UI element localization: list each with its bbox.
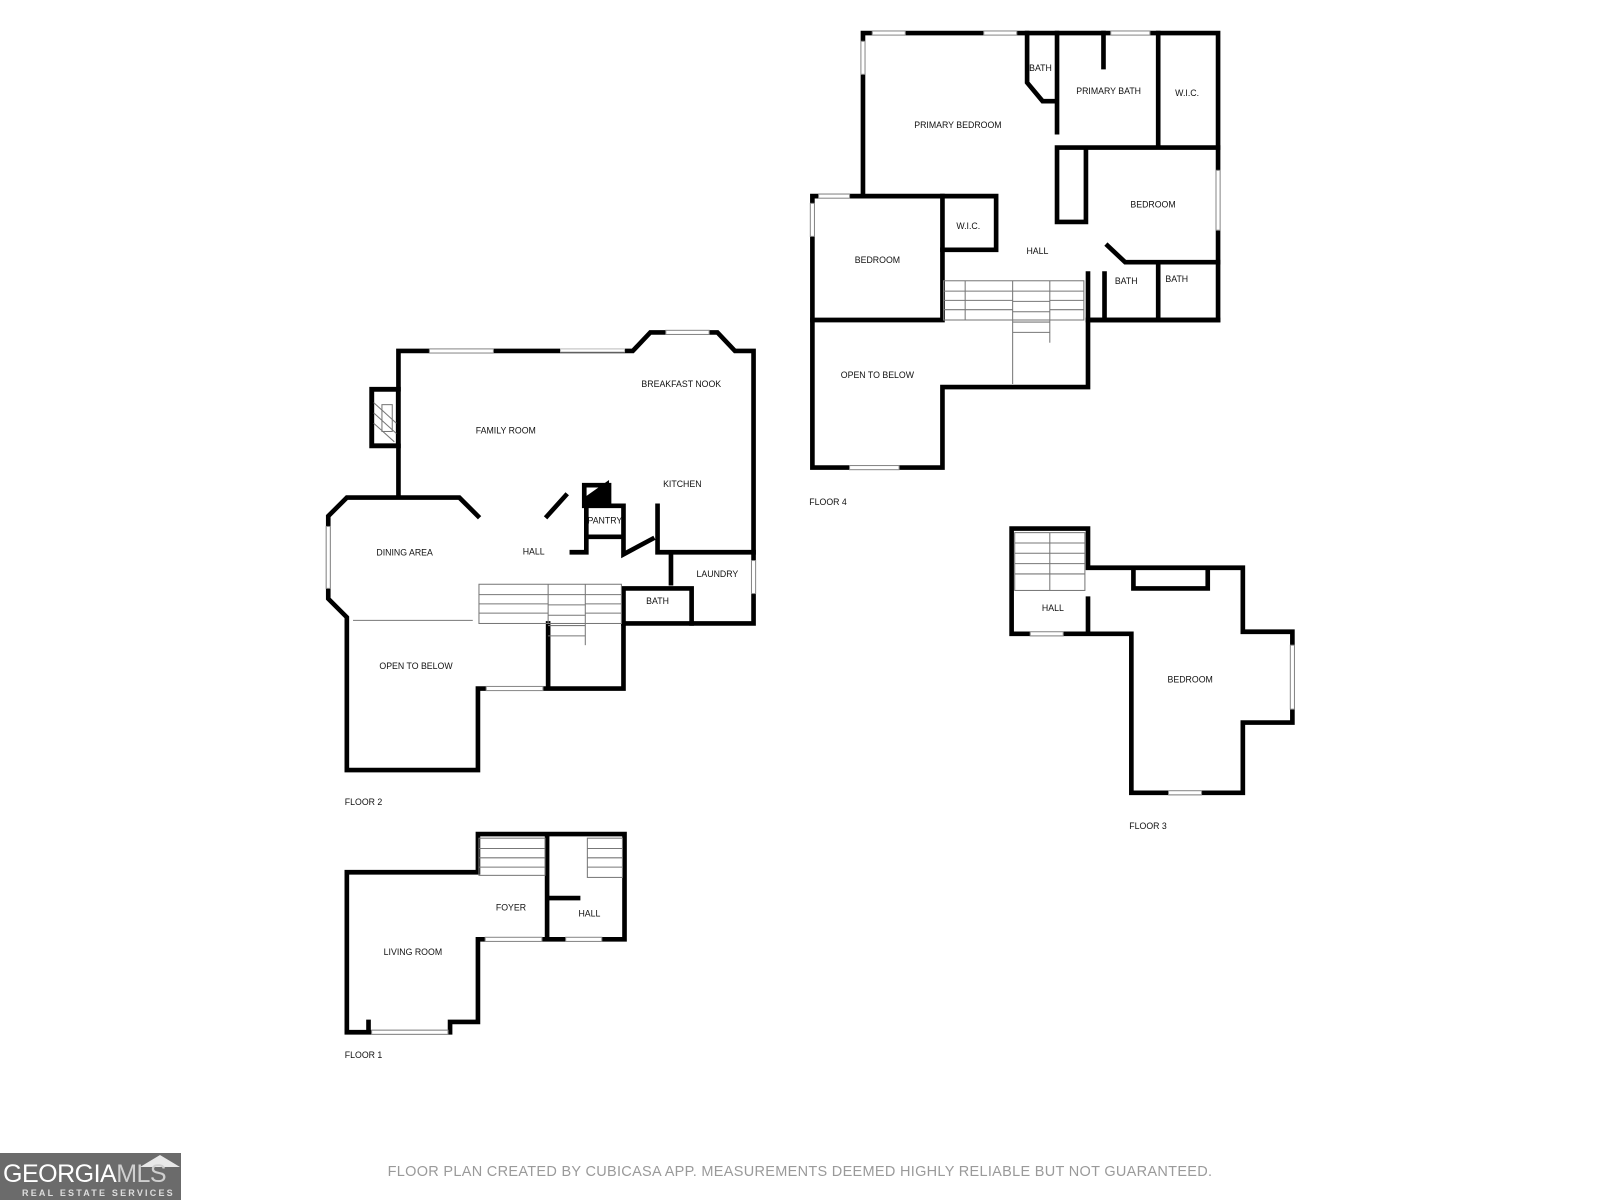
room-label: W.I.C. — [956, 221, 980, 231]
roof-icon — [140, 1155, 180, 1167]
room-label: OPEN TO BELOW — [841, 370, 915, 380]
room-label: FOYER — [496, 902, 526, 912]
floor-4-plan — [809, 30, 1221, 471]
room-label: LAUNDRY — [697, 569, 739, 579]
georgia-mls-logo: GEORGIAMLS REAL ESTATE SERVICES — [0, 1153, 181, 1200]
room-label: HALL — [578, 909, 600, 919]
room-label: LIVING ROOM — [384, 947, 442, 957]
room-label: PANTRY — [588, 515, 623, 525]
floor-1-plan — [344, 831, 627, 1035]
room-label: BATH — [646, 596, 669, 606]
floor-label: FLOOR 2 — [345, 797, 383, 807]
room-label: HALL — [1042, 603, 1064, 613]
room-label: KITCHEN — [663, 479, 701, 489]
room-label: BATH — [1115, 276, 1138, 286]
room-label: DINING AREA — [376, 547, 433, 557]
room-label: HALL — [523, 546, 545, 556]
room-label: FAMILY ROOM — [476, 426, 536, 436]
floor-label: FLOOR 1 — [345, 1050, 383, 1060]
floor-label: FLOOR 4 — [809, 497, 847, 507]
room-label: BATH — [1029, 63, 1052, 73]
floor-2-plan — [325, 329, 757, 773]
room-label: BEDROOM — [855, 255, 900, 265]
room-label: W.I.C. — [1175, 88, 1199, 98]
floor-label: FLOOR 3 — [1129, 821, 1167, 831]
room-label: PRIMARY BATH — [1076, 86, 1141, 96]
logo-tagline: REAL ESTATE SERVICES — [22, 1188, 175, 1198]
floor-3-plan — [1009, 526, 1295, 796]
room-label: BATH — [1165, 274, 1188, 284]
room-label: HALL — [1026, 246, 1048, 256]
disclaimer: FLOOR PLAN CREATED BY CUBICASA APP. MEAS… — [387, 1164, 1213, 1180]
room-label: OPEN TO BELOW — [379, 661, 453, 671]
logo-brand-main: GEORGIA — [3, 1160, 117, 1188]
room-label: PRIMARY BEDROOM — [914, 120, 1001, 130]
room-label: BREAKFAST NOOK — [641, 379, 721, 389]
logo-brand-accent: MLS — [116, 1160, 167, 1188]
room-label: BEDROOM — [1168, 674, 1213, 684]
room-label: BEDROOM — [1130, 199, 1175, 209]
